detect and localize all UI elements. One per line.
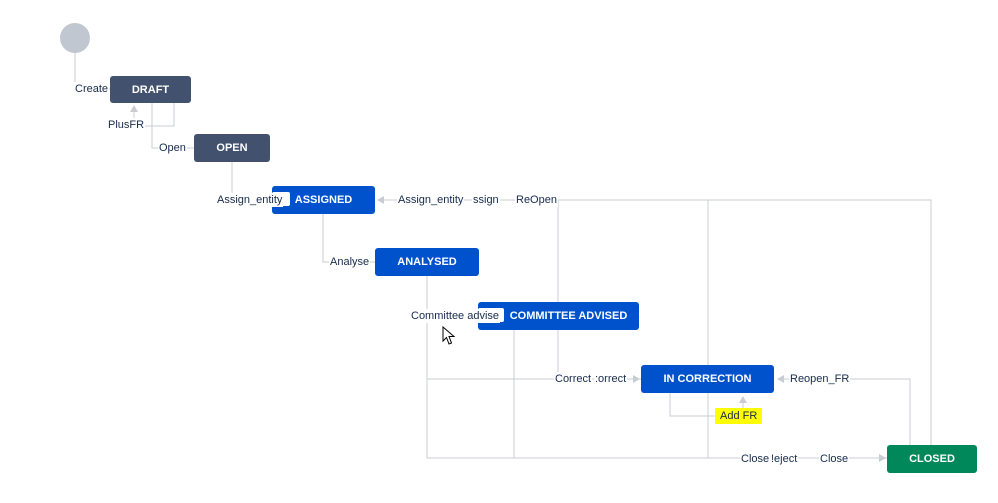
status-committee-advised[interactable]: COMMITTEE ADVISED <box>478 302 639 330</box>
transition-committee-advise[interactable]: Committee advise <box>410 309 501 323</box>
transition-plusfr[interactable]: PlusFR <box>107 118 146 132</box>
transition-analyse[interactable]: Analyse <box>329 255 371 269</box>
transition-assign-partial[interactable]: ssign <box>472 193 500 207</box>
transition-create[interactable]: Create <box>74 82 110 96</box>
connector-reopen-fr <box>781 378 911 445</box>
arrowhead-reopen-fr <box>777 375 784 383</box>
mouse-cursor-icon <box>442 326 456 345</box>
status-draft[interactable]: DRAFT <box>110 76 191 103</box>
transition-close-partial[interactable]: Close <box>740 452 771 466</box>
status-in-correction[interactable]: IN CORRECTION <box>641 365 774 393</box>
transition-reopen-fr[interactable]: Reopen_FR <box>789 372 851 386</box>
connector-assign-back <box>381 199 932 445</box>
transition-reject-partial[interactable]: !eject <box>770 452 799 466</box>
arrowhead-assign-back <box>377 196 384 204</box>
status-closed[interactable]: CLOSED <box>887 445 977 473</box>
transition-reopen[interactable]: ReOpen <box>515 193 558 207</box>
connector-plusfr-loop <box>133 103 175 127</box>
arrowhead-add-fr <box>739 396 747 403</box>
arrowhead-plusfr <box>130 105 138 112</box>
status-assigned[interactable]: ASSIGNED <box>272 186 375 214</box>
transition-assign-entity[interactable]: Assign_entity <box>216 193 284 207</box>
status-analysed[interactable]: ANALYSED <box>375 248 479 276</box>
transition-close[interactable]: Close <box>819 452 850 466</box>
start-node <box>60 23 90 53</box>
transition-correct[interactable]: Correct <box>554 372 593 386</box>
transition-open[interactable]: Open <box>158 141 187 155</box>
arrowhead-correct <box>633 375 640 383</box>
arrowhead-close <box>879 454 886 462</box>
connector-close-analysed <box>426 379 887 459</box>
transition-add-fr[interactable]: Add FR <box>715 408 763 424</box>
transition-assign-entity-back[interactable]: Assign_entity <box>397 193 465 207</box>
transition-correct-partial[interactable]: :orrect <box>594 372 628 386</box>
status-open[interactable]: OPEN <box>194 134 270 162</box>
